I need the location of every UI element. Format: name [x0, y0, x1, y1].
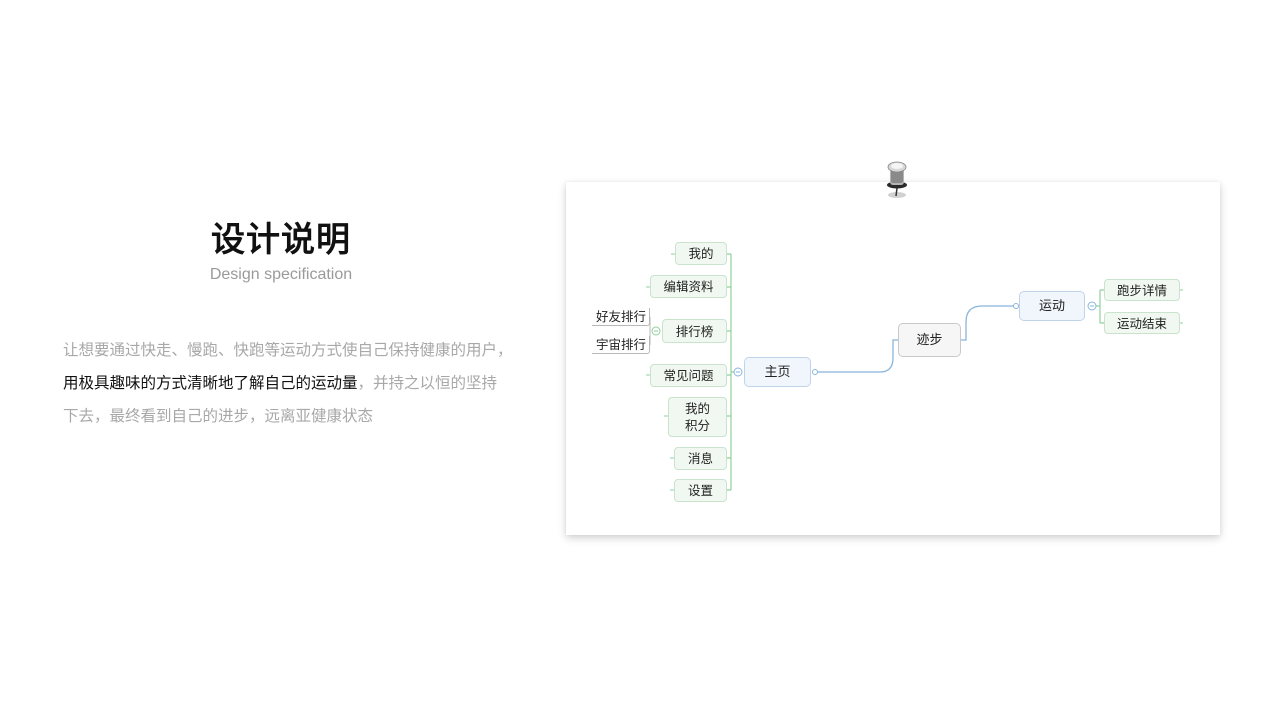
description-line-3: 下去，最终看到自己的进步，远离亚健康状态 — [63, 407, 374, 425]
page-title: 设计说明 — [211, 220, 351, 260]
node-universe-ranking[interactable]: 宇宙排行 — [592, 336, 650, 354]
description-highlight: 用极具趣味的方式清晰地了解自己的运动量 — [63, 374, 358, 392]
node-edit-profile[interactable]: 编辑资料 — [650, 275, 727, 298]
description-text: 让想要通过快走、慢跑、快跑等运动方式使自己保持健康的用户， 用极具趣味的方式清晰… — [63, 334, 533, 433]
node-faq[interactable]: 常见问题 — [650, 364, 727, 387]
node-exercise[interactable]: 运动 — [1019, 291, 1085, 321]
mindmap-card — [566, 182, 1220, 535]
page-subtitle: Design specification — [209, 266, 353, 283]
node-settings[interactable]: 设置 — [674, 479, 727, 502]
pushpin-icon — [887, 161, 907, 198]
node-messages[interactable]: 消息 — [674, 447, 727, 470]
node-run-details[interactable]: 跑步详情 — [1104, 279, 1180, 301]
node-my-points[interactable]: 我的 积分 — [668, 397, 727, 437]
description-line-1: 让想要通过快走、慢跑、快跑等运动方式使自己保持健康的用户， — [63, 341, 513, 359]
node-home[interactable]: 主页 — [744, 357, 811, 387]
node-exercise-end[interactable]: 运动结束 — [1104, 312, 1180, 334]
node-leaderboard[interactable]: 排行榜 — [662, 319, 727, 343]
description-line-2-rest: ，并持之以恒的坚持 — [357, 374, 498, 392]
node-friend-ranking[interactable]: 好友排行 — [592, 308, 650, 326]
node-my[interactable]: 我的 — [675, 242, 727, 265]
node-jibu[interactable]: 迹步 — [898, 323, 961, 357]
